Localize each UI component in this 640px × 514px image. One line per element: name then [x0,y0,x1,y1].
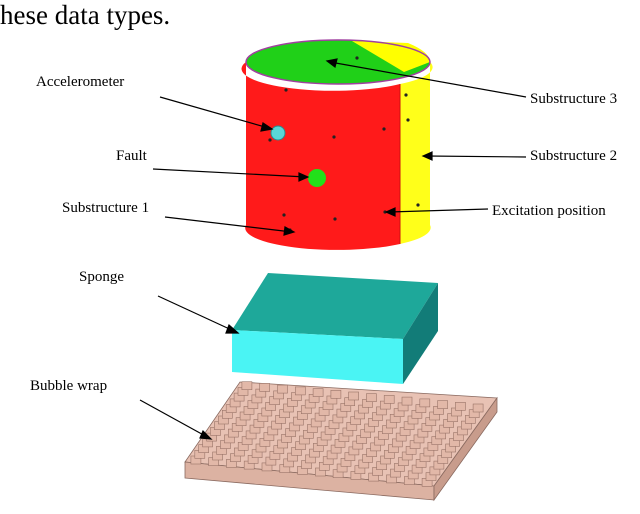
sponge-block [232,273,438,384]
bubble-wrap-label: Bubble wrap [30,378,107,394]
substructure-2-label: Substructure 2 [530,148,617,164]
excitation-arrowhead [384,207,396,217]
sensor-dot [284,88,288,92]
excitation-leader [388,208,489,213]
substructure-3-arrowhead [325,58,338,69]
sensor-dot [332,135,336,139]
leader-lines [139,58,527,440]
bubble-cell [259,383,271,392]
sensor-dot [333,217,337,221]
bubble-wrap-mat [184,381,498,502]
bubble-wrap-leader [139,399,210,439]
substructure-1-arrowhead [283,226,296,236]
sponge-arrowhead [225,323,240,334]
sponge-top-face [232,273,438,339]
sponge-side-face [403,283,438,384]
cylinder [241,39,433,250]
bubble-wrap-arrowhead [199,429,213,440]
substructure-3-leader [329,61,527,98]
bubble-cell [348,391,359,401]
sensor-dot [382,127,386,131]
bubble-grid [190,381,484,487]
sensor-dot [404,93,408,97]
bubble-cell [419,398,431,408]
fault-marker [308,169,326,187]
bubble-cell [401,396,413,406]
substructure-1-leader [164,216,293,233]
fault-leader [152,168,307,178]
header-fragment: hese data types. [0,0,170,30]
sensor-dot [355,56,359,60]
bubble-cell [330,389,342,399]
fault-arrowhead [298,172,310,182]
substructure-1-surface [241,62,400,250]
substructure-2-arrowhead [421,151,433,161]
fault-label: Fault [116,148,148,164]
accelerometer-leader [159,96,273,130]
sensor-dot [268,138,272,142]
bubble-cell [437,400,448,409]
sensor-dot [406,118,410,122]
accelerometer-arrowhead [260,122,274,132]
sponge-leader [157,295,237,333]
bubble-cell [277,384,288,394]
substructure-2-surface [400,62,433,244]
bubble-cell [241,381,253,391]
sensor-dot [416,203,420,207]
cylinder-rim [245,39,431,85]
substructure-1-label: Substructure 1 [62,200,149,216]
bubble-cell [312,388,324,397]
accelerometer-label: Accelerometer [36,74,124,90]
sponge-front-face [232,330,403,384]
substructure-3-label: Substructure 3 [530,91,617,107]
sensor-dot [282,213,286,217]
bubble-cell [366,393,377,403]
accelerometer-marker [270,125,286,141]
bubble-cell [383,395,395,404]
sponge-label: Sponge [79,269,124,285]
bubble-cell [294,386,306,396]
bubble-cell [472,403,484,413]
excitation-position-label: Excitation position [492,203,606,219]
bubble-cell [455,401,466,411]
substructure-2-leader [425,155,527,158]
bubble-wrap-side [433,396,498,502]
